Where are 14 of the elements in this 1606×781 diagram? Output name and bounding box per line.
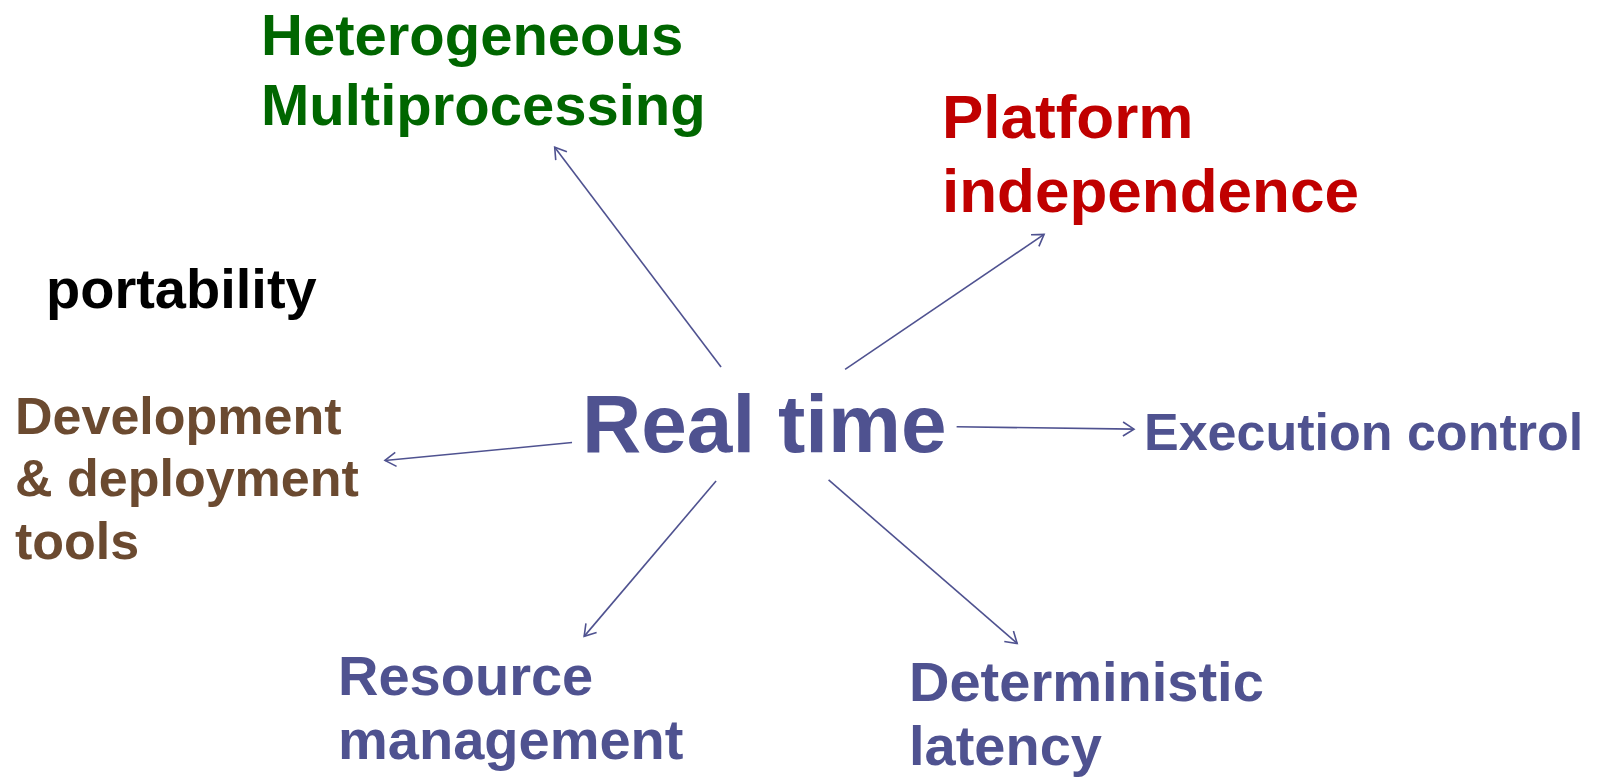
central-concept-text: Real time: [582, 375, 947, 474]
concept-text: Development & deployment tools: [15, 385, 375, 573]
concept-text: Deterministic latency: [909, 650, 1289, 779]
concept-text: portability: [46, 256, 317, 322]
concept-text: Resource management: [338, 644, 708, 773]
arrow: [583, 480, 717, 638]
concept-text: Execution control: [1144, 401, 1584, 464]
arrow: [955, 421, 1135, 437]
arrow: [844, 233, 1045, 371]
arrow: [384, 441, 573, 468]
concept-text: Heterogeneous Multiprocessing: [261, 0, 731, 140]
arrow: [553, 146, 722, 368]
concept-text: Platform independence: [942, 80, 1382, 229]
arrow: [827, 479, 1018, 645]
